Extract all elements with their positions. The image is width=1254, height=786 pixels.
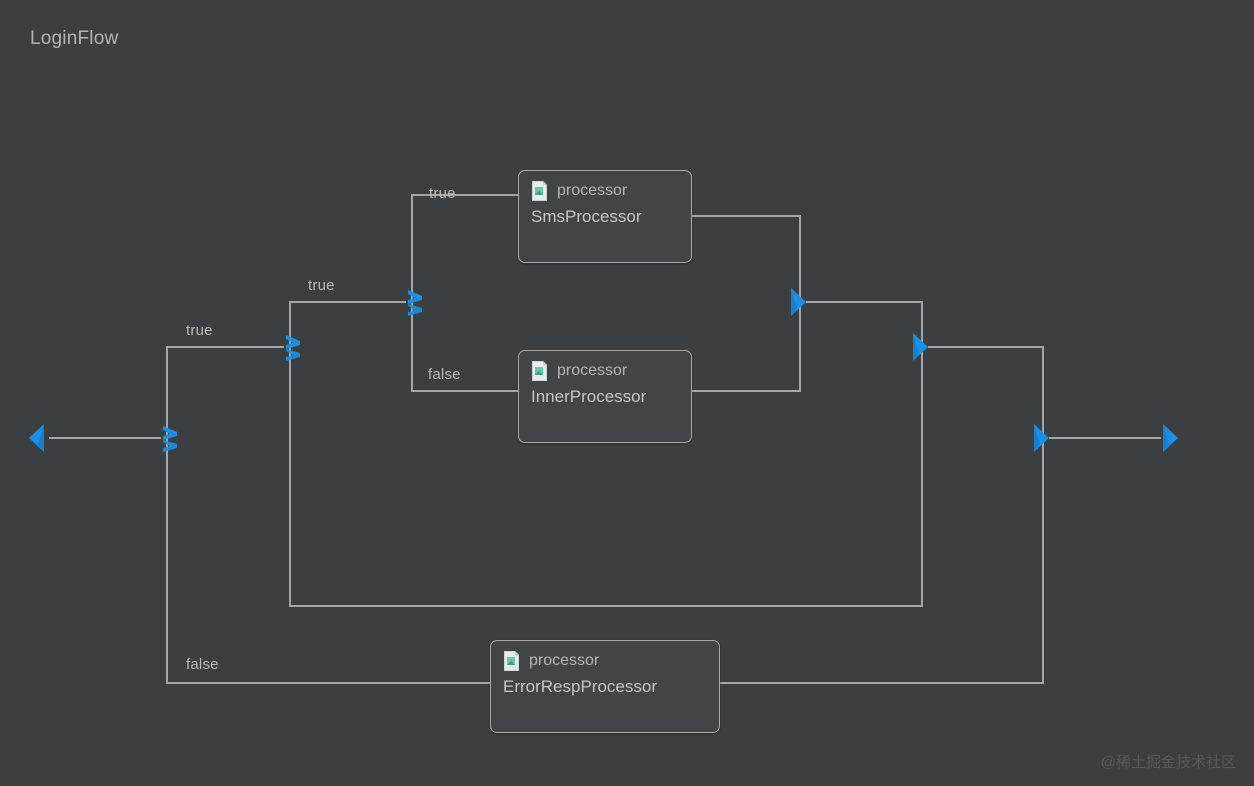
edge-inner-out: [691, 301, 801, 392]
node-name-label: SmsProcessor: [531, 207, 642, 226]
node-header: processor: [503, 649, 705, 673]
node-header: processor: [531, 179, 677, 203]
node-inner-processor[interactable]: processor InnerProcessor: [518, 350, 692, 443]
edge-label-true-sms: true: [429, 185, 456, 202]
file-icon: [532, 181, 547, 201]
file-icon: [532, 361, 547, 381]
edge-label-false-error: false: [186, 656, 219, 673]
node-type-label: processor: [529, 652, 600, 669]
watermark: @稀土掘金技术社区: [1100, 754, 1236, 771]
edge-error-out: [719, 437, 1044, 684]
split-chevron-icon-middle: [286, 335, 300, 361]
page-title: LoginFlow: [30, 28, 119, 49]
edge-join2-to-join3: [928, 346, 1044, 439]
node-type-label: processor: [557, 182, 628, 199]
join-arrow-icon-middle: [913, 333, 928, 361]
start-arrow-icon: [29, 424, 44, 452]
edge-label-true-middle: true: [308, 277, 335, 294]
edge-label-true-outer: true: [186, 322, 213, 339]
split-chevron-icon-outer: [163, 426, 177, 452]
join-arrow-icon-right: [1034, 424, 1049, 452]
node-name-label: ErrorRespProcessor: [503, 677, 657, 696]
node-name-label: InnerProcessor: [531, 387, 647, 406]
edge-label-false-inner: false: [428, 366, 461, 383]
split-chevron-icon-inner: [408, 290, 422, 316]
node-header: processor: [531, 359, 677, 383]
node-error-resp-processor[interactable]: processor ErrorRespProcessor: [490, 640, 720, 733]
node-sms-processor[interactable]: processor SmsProcessor: [518, 170, 692, 263]
join-arrow-icon-top: [791, 288, 806, 316]
end-arrow-icon: [1163, 424, 1178, 452]
node-type-label: processor: [557, 362, 628, 379]
file-icon: [504, 651, 519, 671]
edge-join1-to-join2: [806, 301, 923, 348]
edge-sms-out: [691, 215, 801, 303]
